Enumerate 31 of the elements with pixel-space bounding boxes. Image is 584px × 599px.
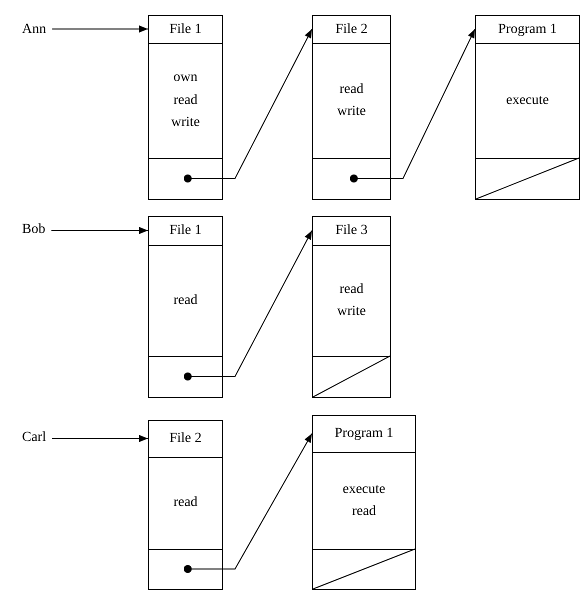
pointer-arrow bbox=[350, 28, 476, 182]
pointer-arrow bbox=[52, 25, 148, 33]
access-rights: read write bbox=[337, 280, 366, 321]
capability-box bbox=[148, 15, 223, 200]
pointer-arrow bbox=[184, 433, 312, 573]
capability-box bbox=[475, 15, 580, 200]
object-name: Program 1 bbox=[498, 22, 557, 38]
access-rights: read bbox=[173, 292, 198, 310]
pointer-arrow bbox=[52, 434, 148, 442]
subject-name: Ann bbox=[22, 22, 46, 38]
subject-name: Bob bbox=[22, 222, 46, 238]
object-name: File 3 bbox=[335, 223, 368, 239]
capability-box bbox=[312, 415, 416, 590]
object-name: File 1 bbox=[169, 22, 202, 38]
capability-box bbox=[148, 420, 223, 590]
object-name: File 1 bbox=[169, 223, 202, 239]
access-rights: read write bbox=[337, 80, 366, 121]
capability-box bbox=[148, 216, 223, 398]
object-name: File 2 bbox=[169, 431, 202, 447]
capability-box bbox=[312, 216, 391, 398]
access-rights: own read write bbox=[171, 69, 200, 132]
access-rights: execute bbox=[506, 92, 549, 110]
capability-box bbox=[312, 15, 391, 200]
access-rights: read bbox=[173, 494, 198, 512]
subject-name: Carl bbox=[22, 430, 46, 446]
access-rights: execute read bbox=[342, 480, 386, 521]
pointer-arrow bbox=[184, 28, 312, 182]
pointer-arrow bbox=[184, 230, 312, 380]
object-name: Program 1 bbox=[334, 426, 394, 442]
pointer-arrow bbox=[50, 226, 148, 234]
object-name: File 2 bbox=[335, 22, 368, 38]
